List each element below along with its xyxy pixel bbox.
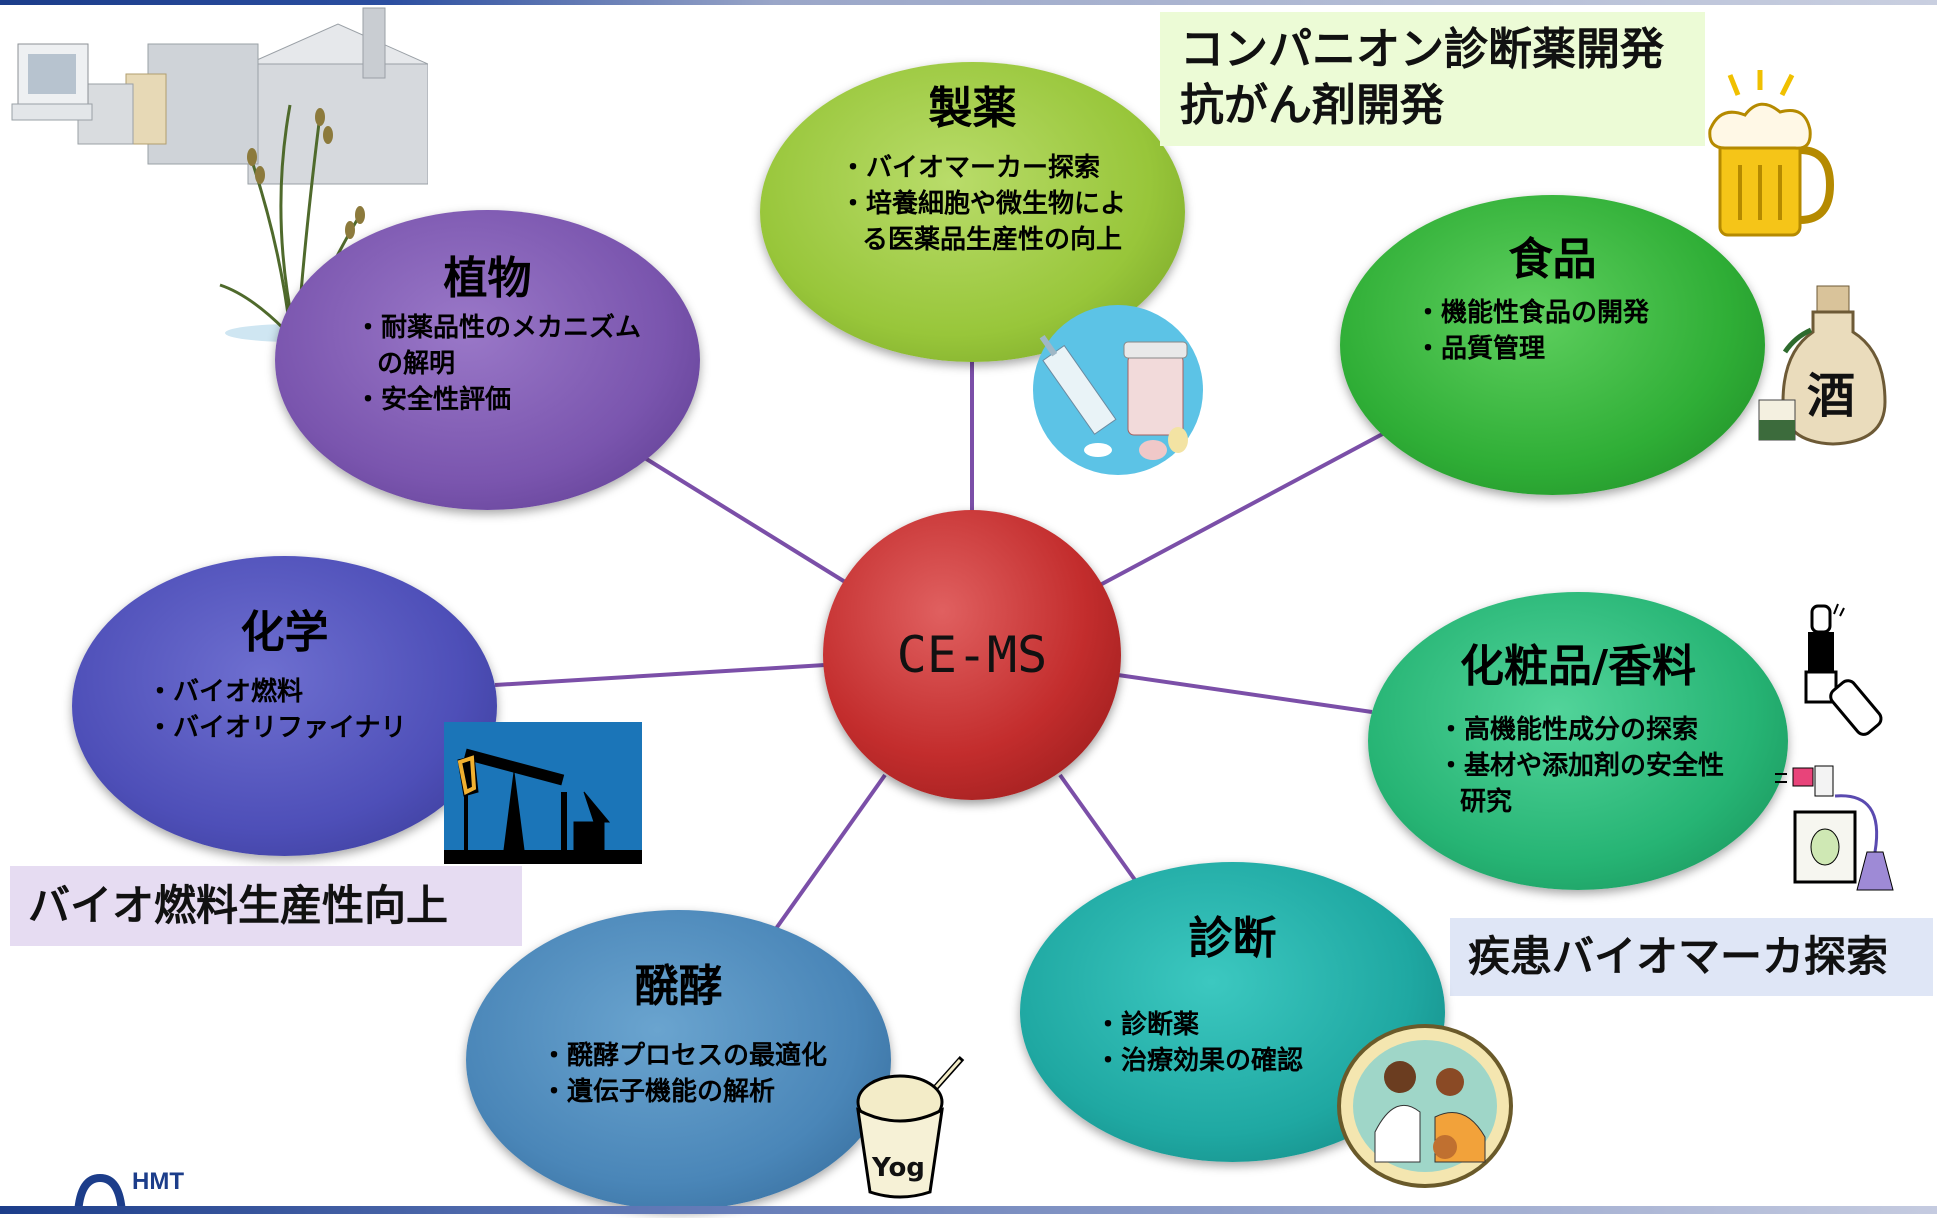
oil-pump-icon [444,722,642,864]
top-rule [0,0,1937,5]
node-food-items: ・機能性食品の開発 ・品質管理 [1415,295,1725,367]
node-cosme-title: 化粧品/香料 [1459,641,1697,692]
node-diag-item-2: ・治療効果の確認 [1095,1046,1304,1076]
node-chemistry: 化学 ・バイオ燃料 ・バイオリファイナリ [72,556,497,856]
node-pharma-item-1: ・バイオマーカー探索 [840,153,1101,183]
connector-chem [494,663,826,687]
node-ferm-items: ・醗酵プロセスの最適化 ・遺伝子機能の解析 [541,1038,841,1110]
node-ferm-item-2: ・遺伝子機能の解析 [541,1077,776,1107]
node-ferm-title: 醗酵 [634,961,723,1012]
node-chem-items: ・バイオ燃料 ・バイオリファイナリ [147,674,447,746]
banner-companion-diagnostics: コンパニオン診断薬開発 抗がん剤開発 [1160,12,1705,146]
node-fermentation: 醗酵 ・醗酵プロセスの最適化 ・遺伝子機能の解析 [466,910,891,1210]
node-plant-item-2: ・安全性評価 [355,385,512,415]
node-cosme-item-1: ・高機能性成分の探索 [1438,715,1699,745]
doctor-patient-icon [1337,1024,1513,1188]
node-food-item-1: ・機能性食品の開発 [1415,298,1650,328]
center-node-ce-ms: CE-MS [823,510,1121,800]
node-pharma-items: ・バイオマーカー探索 ・培養細胞や微生物による医薬品生産性の向上 [840,150,1130,258]
node-cosme-items: ・高機能性成分の探索 ・基材や添加剤の安全性研究 [1438,712,1743,820]
hmt-logo: HMT [70,1168,270,1215]
node-chem-item-2: ・バイオリファイナリ [147,713,407,743]
node-chem-title: 化学 [240,607,329,658]
node-food: 食品 ・機能性食品の開発 ・品質管理 [1340,195,1765,495]
banner-companion-line2: 抗がん剤開発 [1180,80,1444,131]
hmt-logo-mark [74,1173,126,1215]
medicine-icon [1033,305,1203,475]
bottom-rule [0,1206,1937,1214]
node-plant: 植物 ・耐薬品性のメカニズムの解明 ・安全性評価 [275,210,700,510]
banner-disease-biomarker: 疾患バイオマーカ探索 [1450,918,1933,996]
connector-cosme [1117,673,1373,714]
node-diag-title: 診断 [1188,913,1277,964]
banner-companion-line1: コンパニオン診断薬開発 [1180,24,1664,75]
node-diagnosis: 診断 ・診断薬 ・治療効果の確認 [1020,862,1445,1162]
perfume-bottle-icon [1775,765,1894,891]
node-plant-item-1: ・耐薬品性のメカニズムの解明 [355,313,642,379]
banner-biofuel: バイオ燃料生産性向上 [10,866,522,946]
node-food-title: 食品 [1508,234,1597,285]
beer-mug-icon [1708,70,1835,237]
connector-ferm [773,773,887,932]
factory-icon [11,7,428,185]
node-diag-items: ・診断薬 ・治療効果の確認 [1095,1007,1395,1079]
node-plant-title: 植物 [443,253,532,304]
node-pharma-title: 製薬 [928,83,1017,134]
center-label: CE-MS [896,626,1048,684]
hmt-logo-text: HMT [132,1168,184,1195]
node-diag-item-1: ・診断薬 [1095,1010,1200,1040]
node-pharma-item-2: ・培養細胞や微生物による医薬品生産性の向上 [840,189,1127,255]
yogurt-label: Yog [871,1153,925,1183]
connector-plant [638,453,852,587]
node-ferm-item-1: ・醗酵プロセスの最適化 [541,1041,828,1071]
node-chem-item-1: ・バイオ燃料 [147,677,304,707]
node-cosme-item-2: ・基材や添加剤の安全性研究 [1438,751,1725,817]
yogurt-cup-icon: Yog [856,1056,965,1199]
node-plant-items: ・耐薬品性のメカニズムの解明 ・安全性評価 [355,310,655,418]
node-food-item-2: ・品質管理 [1415,334,1546,364]
sake-bottle-icon: 酒 [1758,285,1887,446]
connector-diag [1058,773,1137,882]
connector-food [1099,428,1391,587]
node-cosmetics: 化粧品/香料 ・高機能性成分の探索 ・基材や添加剤の安全性研究 [1368,592,1788,890]
sake-label: 酒 [1807,368,1855,424]
lipstick-icon [1804,603,1883,736]
